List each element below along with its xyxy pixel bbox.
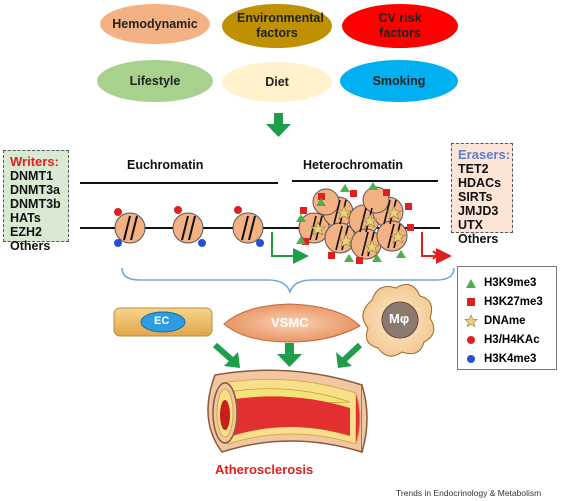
- ec-cell: [113, 307, 213, 337]
- writer-item: EZH2: [10, 225, 42, 239]
- legend-item-h3h4kac: H3/H4KAc: [464, 330, 552, 349]
- nucleosome-euchromatin-3: [232, 206, 264, 247]
- writers-box: Writers: DNMT1 DNMT3a DNMT3b HATs EZH2 O…: [3, 150, 69, 253]
- factor-hemodynamic: Hemodynamic: [100, 4, 210, 44]
- nucleosome-euchromatin-1: [114, 208, 146, 247]
- eraser-item: Others: [458, 232, 499, 246]
- euchromatin-label: Euchromatin: [127, 158, 204, 172]
- factor-environmental-label: Environmental factors: [237, 11, 324, 40]
- h3k27me3-marks: [300, 189, 414, 264]
- factor-hemodynamic-label: Hemodynamic: [112, 16, 198, 31]
- activation-arrow: [271, 232, 309, 264]
- factor-cv-risk-label: CV risk factors: [378, 11, 422, 40]
- atherosclerosis-label: Atherosclerosis: [215, 462, 314, 477]
- erasers-title: Erasers:: [458, 147, 511, 162]
- journal-footer: Trends in Endocrinology & Metabolism: [396, 488, 542, 498]
- factor-lifestyle-label: Lifestyle: [129, 73, 181, 88]
- artery-illustration: [207, 369, 368, 454]
- legend-item-h3k4me3: H3K4me3: [464, 349, 552, 368]
- factor-smoking-label: Smoking: [372, 73, 426, 88]
- arrow-vsmc-to-artery: [277, 343, 302, 367]
- writers-title: Writers:: [10, 154, 59, 169]
- writer-item: DNMT1: [10, 169, 54, 183]
- writer-item: Others: [10, 239, 51, 253]
- triangle-icon: [466, 278, 476, 288]
- legend-label: H3/H4KAc: [484, 333, 540, 346]
- factor-lifestyle: Lifestyle: [97, 60, 213, 102]
- h3k9me3-marks: [296, 182, 406, 262]
- curly-brace: [121, 267, 455, 295]
- legend-label: H3K4me3: [484, 352, 537, 365]
- legend: H3K9me3 H3K27me3 DNAme H3/H4KAc H3K4me3: [457, 266, 557, 370]
- square-icon: [467, 297, 475, 306]
- eraser-item: HDACs: [458, 176, 502, 190]
- erasers-box: Erasers: TET2 HDACs SIRTs JMJD3 UTX Othe…: [451, 143, 513, 246]
- eraser-item: SIRTs: [458, 190, 493, 204]
- eraser-item: TET2: [458, 162, 489, 176]
- legend-item-h3k27me3: H3K27me3: [464, 292, 552, 311]
- heterochromatin-label: Heterochromatin: [303, 158, 404, 172]
- writer-item: DNMT3b: [10, 197, 61, 211]
- vsmc-label: VSMC: [271, 315, 309, 330]
- legend-label: DNAme: [484, 314, 526, 327]
- nucleosome-euchromatin-2: [172, 206, 206, 247]
- ec-label: EC: [154, 315, 170, 327]
- factor-cv-risk: CV risk factors: [342, 4, 458, 48]
- factor-diet-label: Diet: [265, 74, 289, 89]
- star-icon: [464, 313, 478, 327]
- dname-stars: [310, 205, 406, 254]
- writer-item: HATs: [10, 211, 41, 225]
- factor-environmental: Environmental factors: [222, 4, 332, 48]
- eraser-item: UTX: [458, 218, 483, 232]
- macrophage-cell: [362, 283, 435, 357]
- down-arrow-icon: [266, 113, 291, 137]
- legend-label: H3K27me3: [484, 295, 543, 308]
- legend-label: H3K9me3: [484, 276, 537, 289]
- block-x-icon: [432, 250, 442, 260]
- macrophage-label: Mφ: [389, 311, 410, 326]
- vsmc-cell: [223, 303, 361, 343]
- red-dot-icon: [467, 335, 475, 344]
- arrow-ec-to-artery: [213, 342, 240, 368]
- arrow-macrophage-to-artery: [336, 342, 363, 368]
- factor-diet: Diet: [222, 62, 332, 102]
- legend-item-h3k9me3: H3K9me3: [464, 273, 552, 292]
- writer-item: DNMT3a: [10, 183, 61, 197]
- blue-dot-icon: [467, 354, 475, 363]
- factor-smoking: Smoking: [340, 60, 458, 102]
- eraser-item: JMJD3: [458, 204, 499, 218]
- legend-item-dname: DNAme: [464, 311, 552, 330]
